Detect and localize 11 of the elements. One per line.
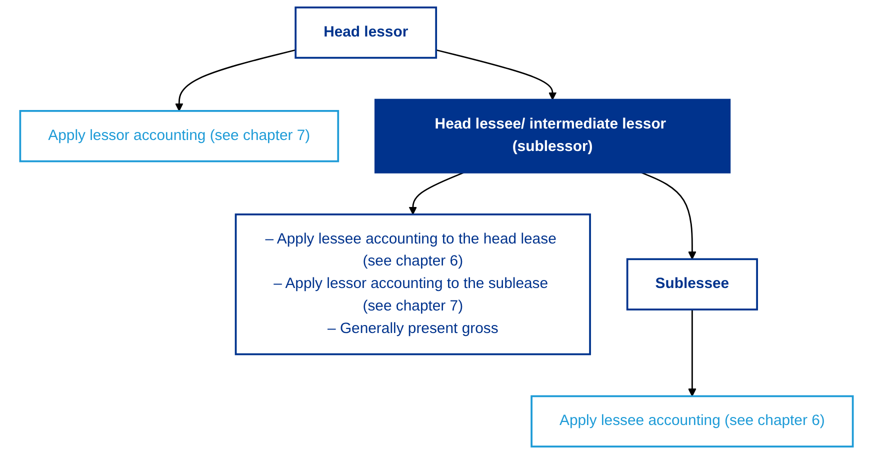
- node-box: Head lessee/ intermediate lessor (sublessor): [374, 98, 731, 174]
- node-box: – Apply lessee accounting to the head lease (see chapter 6) – Apply lessor accounting to the sublease (see chapter 7) – Generally present gross: [234, 213, 591, 356]
- arrow: [175, 49, 296, 112]
- arrow: [640, 172, 696, 260]
- node-box: Apply lessee accounting (see chapter 6): [530, 395, 854, 448]
- arrow: [408, 172, 464, 215]
- node-box: Apply lessor accounting (see chapter 7): [19, 110, 340, 162]
- arrow: [436, 49, 557, 100]
- arrow: [688, 310, 696, 397]
- node-box: Sublessee: [626, 258, 758, 310]
- node-box: Head lessor: [294, 6, 438, 59]
